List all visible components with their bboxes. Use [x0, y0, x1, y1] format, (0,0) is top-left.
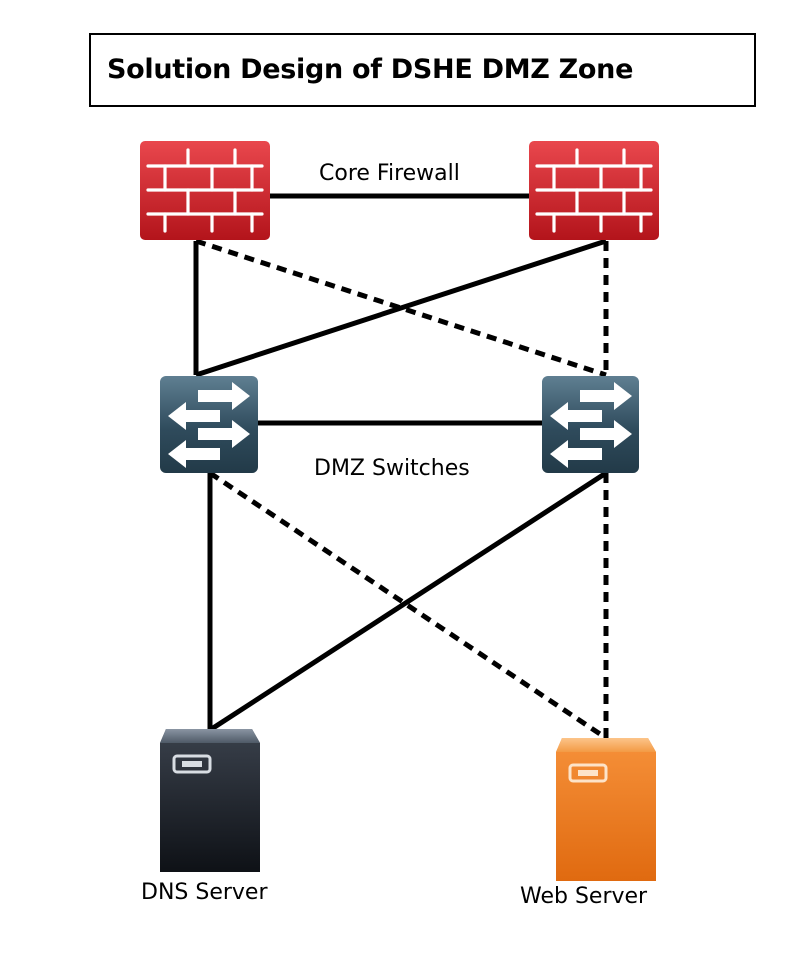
dns-server-label: DNS Server [141, 880, 268, 905]
link-switch-left-web-dashed [208, 470, 608, 741]
switch-right-icon [542, 376, 639, 473]
web-server-label: Web Server [520, 884, 648, 909]
links [193, 193, 609, 741]
link-switch-right-dns [208, 470, 608, 733]
title-box: Solution Design of DSHE DMZ Zone [89, 33, 756, 107]
dmz-switches-label: DMZ Switches [314, 456, 470, 481]
link-firewall-left-switch-right-dashed [195, 238, 607, 378]
web-server-icon [556, 738, 656, 881]
dns-server-icon [160, 729, 260, 872]
diagram-title: Solution Design of DSHE DMZ Zone [107, 54, 634, 85]
switch-left-icon [160, 376, 258, 473]
firewall-right-icon [529, 141, 659, 240]
firewall-left-icon [140, 141, 270, 240]
core-firewall-label: Core Firewall [319, 161, 460, 186]
link-firewall-right-switch-left [195, 238, 607, 378]
